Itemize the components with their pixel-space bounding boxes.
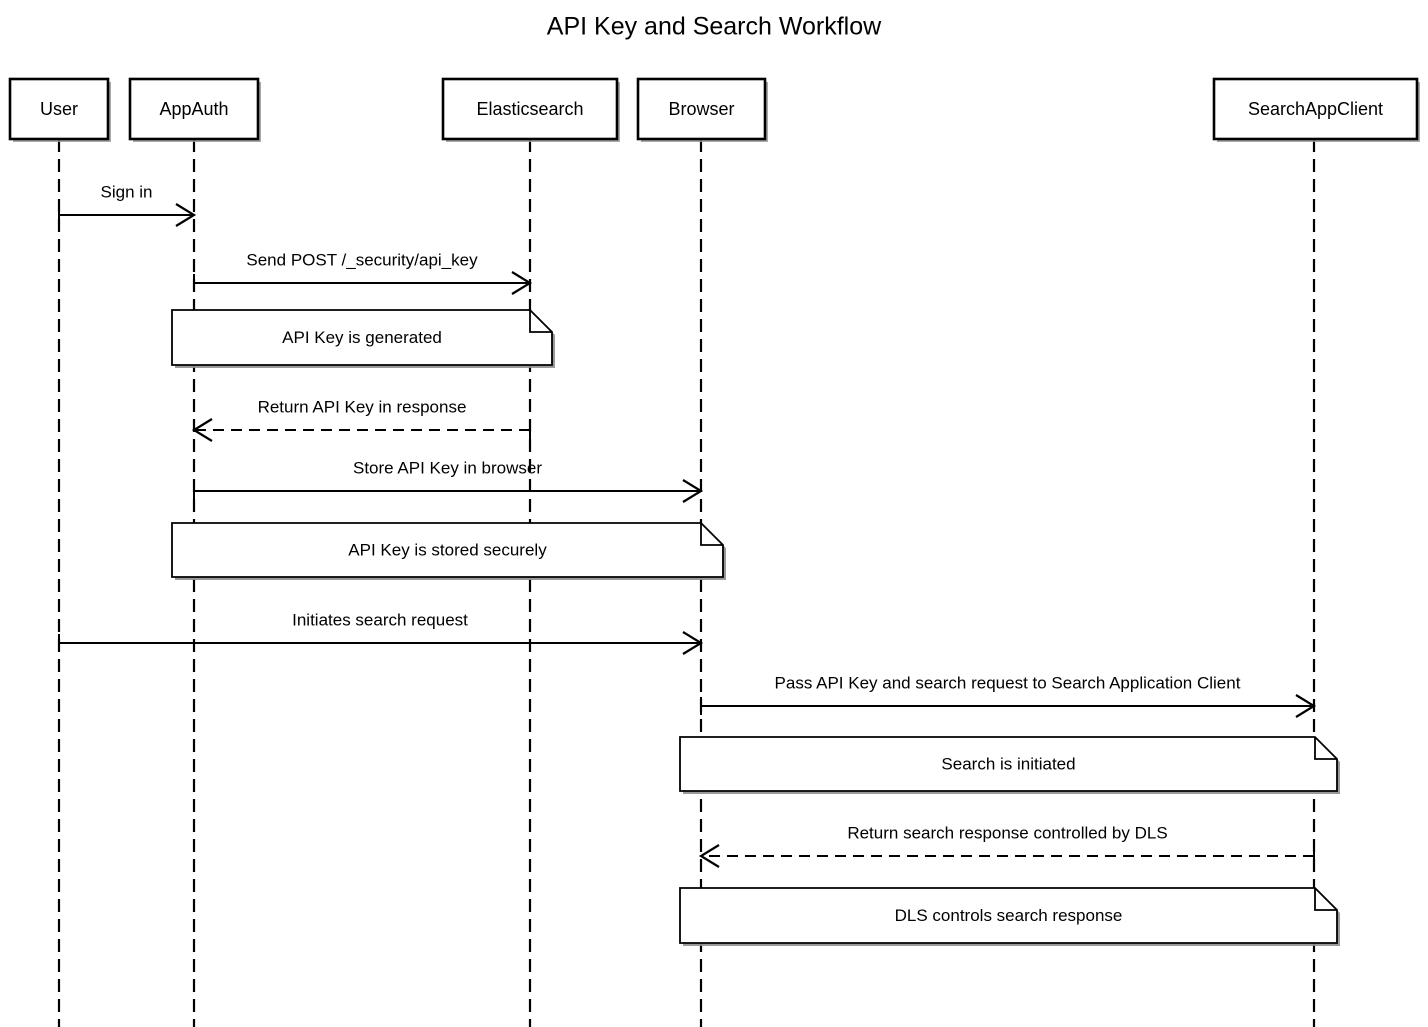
message-arrowhead: [1295, 694, 1317, 718]
participant-label: SearchAppClient: [1248, 99, 1383, 119]
participants-group: User AppAuth Elasticsearch Browser SearchApp…: [8, 77, 1420, 142]
message-label: Sign in: [101, 182, 153, 201]
participant-box[interactable]: [1212, 77, 1419, 141]
note-label: Search is initiated: [941, 754, 1075, 773]
note-fold-icon: [529, 310, 552, 333]
participant-label: Browser: [668, 99, 734, 119]
message-msg-initiates-search: Initiates search request: [58, 610, 704, 655]
message-arrowhead: [511, 271, 533, 295]
note-fold-icon: [1314, 737, 1337, 760]
note-note-dls-controls: DLS controls search response: [679, 887, 1340, 946]
participant-label: User: [40, 99, 78, 119]
participant-label: AppAuth: [159, 99, 228, 119]
participant-searchappclient[interactable]: SearchAppClient: [1212, 77, 1420, 142]
note-body: [171, 309, 553, 366]
note-note-api-key-generated: API Key is generated: [171, 309, 555, 368]
participant-appauth[interactable]: AppAuth: [128, 77, 261, 142]
message-arrowhead: [682, 479, 704, 503]
note-note-api-key-stored: API Key is stored securely: [171, 522, 726, 580]
participant-box[interactable]: [128, 77, 260, 141]
note-label: API Key is generated: [282, 328, 442, 347]
participant-user[interactable]: User: [8, 77, 111, 142]
message-msg-store-api-key: Store API Key in browser: [193, 458, 704, 503]
participant-browser[interactable]: Browser: [636, 77, 768, 142]
note-body: [171, 522, 724, 578]
message-msg-return-api-key: Return API Key in response: [191, 397, 531, 442]
message-label: Return API Key in response: [258, 397, 467, 416]
page-title: API Key and Search Workflow: [547, 13, 882, 41]
message-msg-pass-api-key: Pass API Key and search request to Searc…: [700, 673, 1317, 718]
message-label: Initiates search request: [292, 610, 468, 629]
note-fold-icon: [700, 523, 723, 546]
message-arrowhead: [175, 203, 197, 227]
note-note-search-initiated: Search is initiated: [679, 736, 1340, 794]
participant-label: Elasticsearch: [476, 99, 583, 119]
participant-box[interactable]: [8, 77, 110, 141]
participant-box[interactable]: [441, 77, 619, 141]
message-msg-sign-in: Sign in: [58, 182, 197, 227]
note-body: [679, 736, 1338, 792]
participant-box[interactable]: [636, 77, 767, 141]
message-label: Send POST /_security/api_key: [246, 250, 478, 269]
message-arrowhead: [698, 844, 720, 868]
note-body: [679, 887, 1338, 944]
message-label: Pass API Key and search request to Searc…: [775, 673, 1241, 692]
message-label: Store API Key in browser: [353, 458, 542, 477]
note-label: DLS controls search response: [895, 906, 1123, 925]
participant-elasticsearch[interactable]: Elasticsearch: [441, 77, 620, 142]
message-label: Return search response controlled by DLS: [847, 823, 1167, 842]
message-msg-return-search-response: Return search response controlled by DLS: [698, 823, 1315, 868]
note-label: API Key is stored securely: [348, 540, 547, 559]
messages-group: Sign in Send POST /_security/api_keyRetur…: [58, 182, 1317, 868]
message-arrowhead: [682, 631, 704, 655]
note-fold-icon: [1314, 888, 1337, 911]
message-msg-send-post: Send POST /_security/api_key: [193, 250, 533, 295]
message-arrowhead: [191, 418, 213, 442]
